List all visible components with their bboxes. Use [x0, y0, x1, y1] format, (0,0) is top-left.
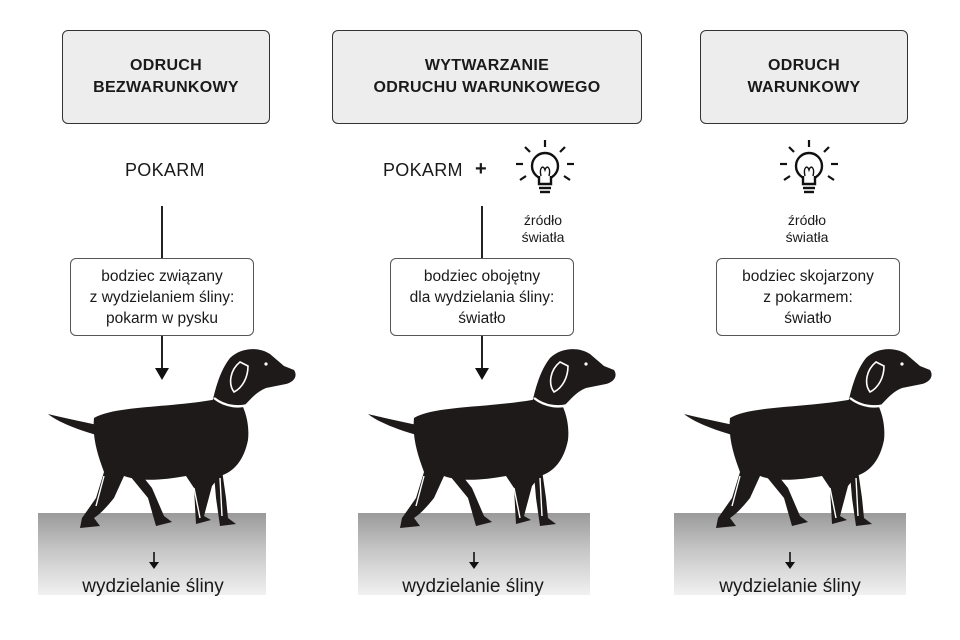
- dog-silhouette: [366, 348, 617, 530]
- dog-silhouette: [46, 348, 297, 530]
- title-box: ODRUCH WARUNKOWY: [700, 30, 908, 124]
- arrow-down-icon: [784, 552, 796, 570]
- saliva-label: wydzielanie śliny: [402, 576, 544, 597]
- title-box: ODRUCH BEZWARUNKOWY: [62, 30, 270, 124]
- light-source-caption: źródło światła: [521, 212, 565, 245]
- column-conditioning: WYTWARZANIE ODRUCHU WARUNKOWEGO POKARM +…: [320, 0, 642, 640]
- arrow-down-icon: [468, 552, 480, 570]
- connector-line: [161, 206, 163, 258]
- food-label: POKARM: [125, 160, 205, 180]
- connector-line: [161, 336, 163, 370]
- stimulus-box: bodziec obojętny dla wydzielania śliny: …: [390, 258, 574, 336]
- title-text: WYTWARZANIE ODRUCHU WARUNKOWEGO: [373, 57, 601, 96]
- title-text: ODRUCH BEZWARUNKOWY: [93, 57, 239, 96]
- title-box: WYTWARZANIE ODRUCHU WARUNKOWEGO: [332, 30, 642, 124]
- food-label: POKARM: [383, 160, 463, 180]
- ground: [38, 513, 266, 595]
- connector-line: [481, 336, 483, 370]
- column-conditioned-reflex: ODRUCH WARUNKOWY źródło światła bodziec …: [640, 0, 960, 640]
- connector-line: [481, 206, 483, 258]
- saliva-label: wydzielanie śliny: [82, 576, 224, 597]
- light-bulb-icon: [778, 138, 840, 194]
- arrow-down-icon: [475, 368, 489, 380]
- stimulus-box: bodziec związany z wydzielaniem śliny: p…: [70, 258, 254, 336]
- light-bulb-icon: [514, 138, 576, 194]
- arrow-down-icon: [148, 552, 160, 570]
- stimulus-box: bodziec skojarzony z pokarmem: światło: [716, 258, 900, 336]
- saliva-label: wydzielanie śliny: [719, 576, 861, 597]
- plus-sign: +: [475, 158, 487, 180]
- arrow-down-icon: [155, 368, 169, 380]
- title-text: ODRUCH WARUNKOWY: [747, 57, 861, 96]
- dog-silhouette: [682, 348, 933, 530]
- column-unconditioned-reflex: ODRUCH BEZWARUNKOWY POKARM bodziec związ…: [0, 0, 320, 640]
- light-source-caption: źródło światła: [785, 212, 829, 245]
